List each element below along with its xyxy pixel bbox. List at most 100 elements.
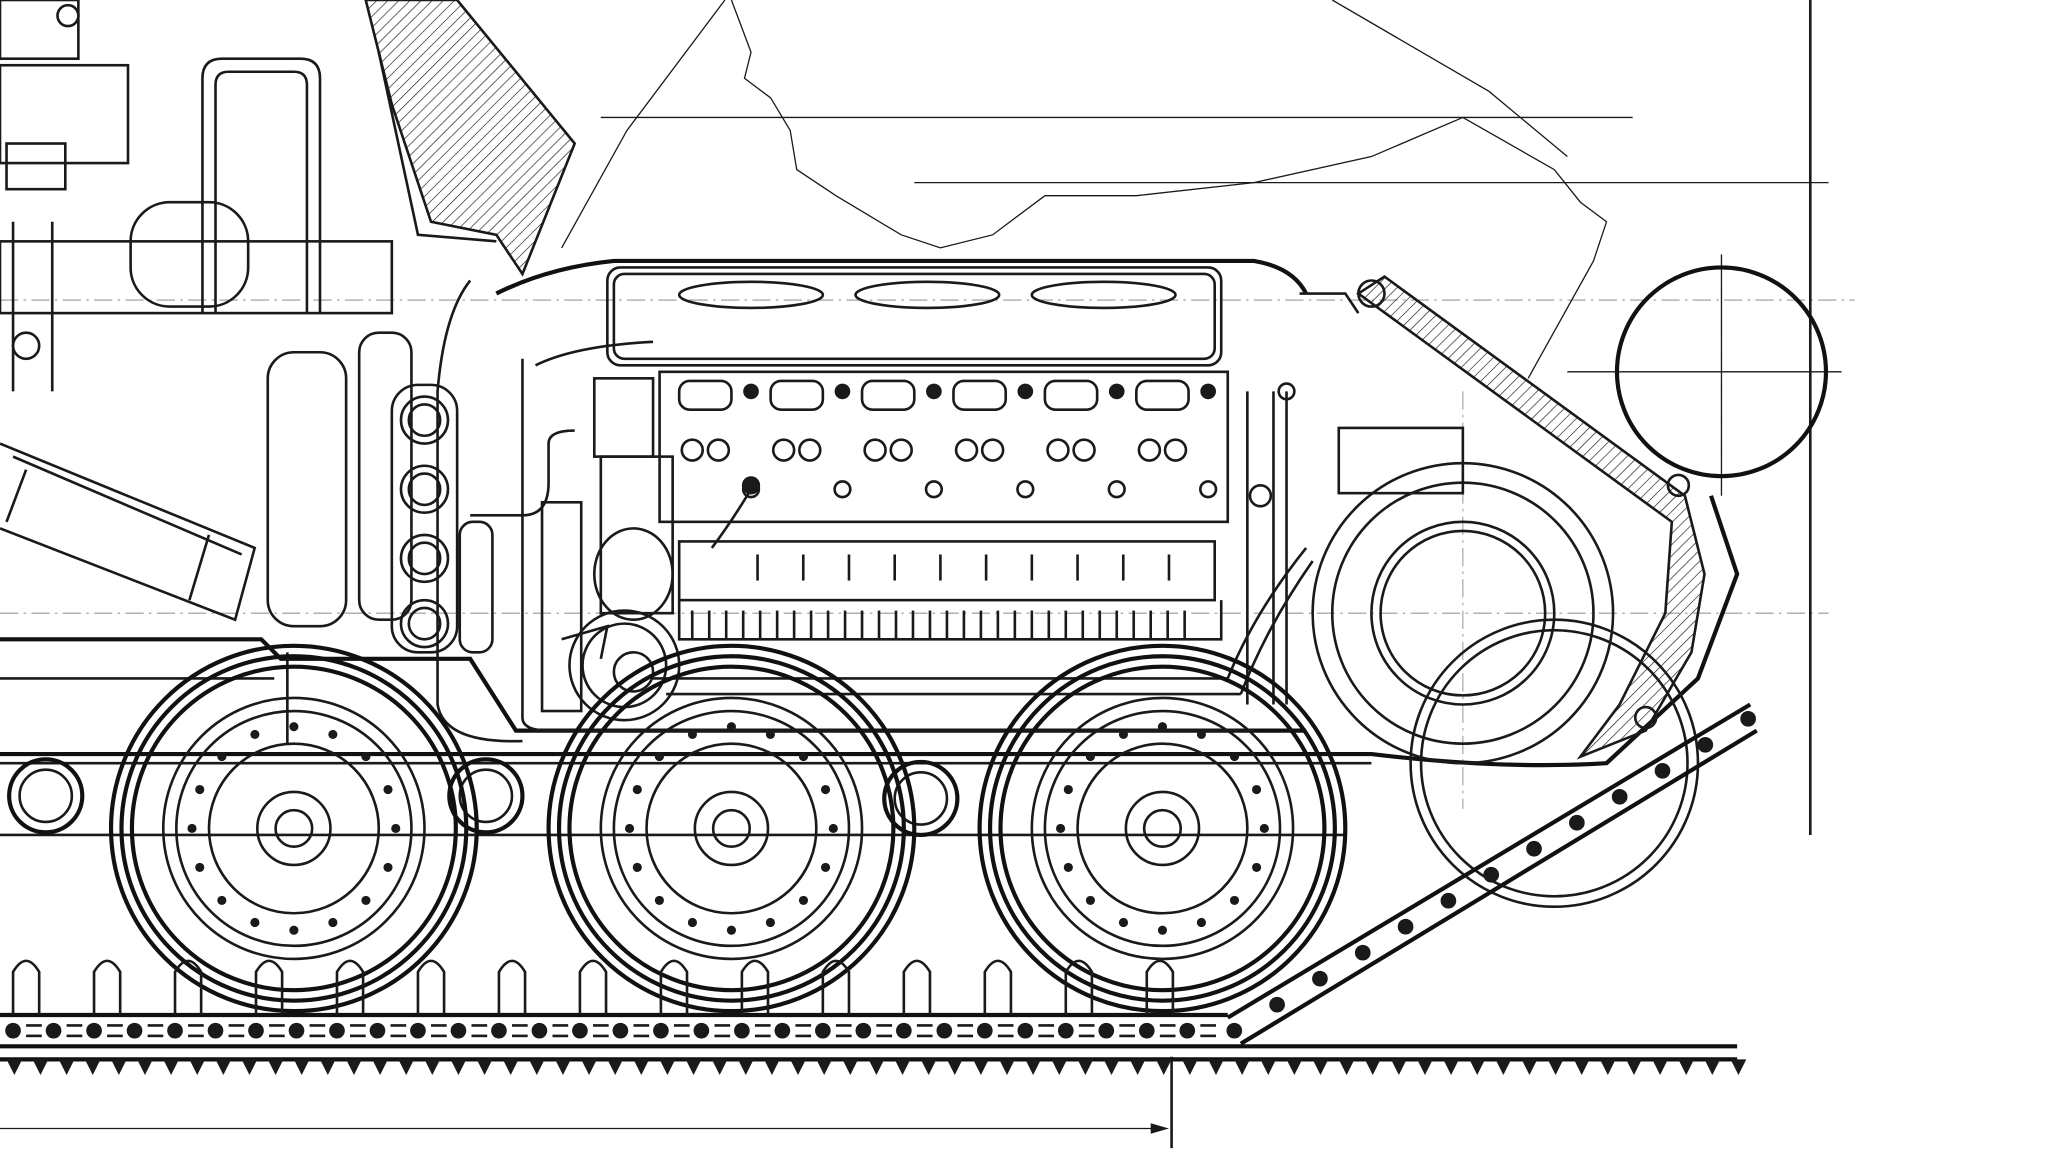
injector bbox=[1137, 438, 1162, 462]
wheel-bolt bbox=[654, 751, 664, 762]
track-grouser bbox=[1025, 1059, 1041, 1076]
wheel-bolt bbox=[289, 722, 299, 732]
road-wheel-ring bbox=[129, 664, 458, 993]
wheel-bolt bbox=[328, 917, 338, 928]
wheel-bolt bbox=[798, 751, 809, 762]
track-grouser bbox=[1155, 1059, 1172, 1076]
wheel-bolt bbox=[1229, 895, 1240, 905]
track-pin bbox=[1697, 736, 1714, 753]
manifold-port-inner bbox=[407, 541, 442, 576]
injector bbox=[798, 438, 822, 462]
track-grouser bbox=[842, 1059, 859, 1076]
track-pin bbox=[815, 1022, 831, 1039]
manifold-port-inner bbox=[407, 606, 442, 641]
road-wheel-ring bbox=[108, 643, 479, 1014]
injector bbox=[680, 438, 704, 462]
road-wheel-ring bbox=[1043, 709, 1282, 948]
road-wheel-ring bbox=[599, 696, 864, 961]
injector bbox=[863, 438, 887, 462]
track-pin bbox=[1226, 1022, 1243, 1039]
external-fuel-drum bbox=[1614, 265, 1829, 479]
track-guide-horn bbox=[254, 959, 284, 1016]
track-grouser bbox=[1129, 1059, 1146, 1076]
track-grouser bbox=[1417, 1059, 1433, 1076]
track-grouser bbox=[555, 1059, 571, 1076]
track-pin bbox=[126, 1022, 143, 1039]
wheel-bolt bbox=[1063, 862, 1073, 872]
track-grouser bbox=[58, 1059, 75, 1076]
road-wheel-hub bbox=[255, 790, 332, 867]
exhaust-port bbox=[1043, 379, 1099, 411]
track bbox=[0, 702, 1758, 1049]
track-pin bbox=[1654, 762, 1671, 779]
track-guide-horn bbox=[983, 959, 1013, 1016]
wheel-bolt bbox=[195, 862, 205, 872]
exhaust-port bbox=[952, 379, 1008, 411]
wheel-bolt bbox=[1196, 917, 1207, 928]
wheel-bolt bbox=[687, 729, 698, 739]
wheel-bolt bbox=[654, 895, 664, 905]
stud bbox=[1108, 383, 1125, 400]
drive-sprocket bbox=[1409, 618, 1700, 909]
track-guide-horn bbox=[1064, 959, 1094, 1016]
track-pin bbox=[45, 1022, 62, 1039]
track-grouser bbox=[1704, 1059, 1721, 1076]
wheel-bolt bbox=[624, 823, 635, 834]
road-wheel-ring bbox=[977, 643, 1348, 1014]
track-grouser bbox=[398, 1059, 415, 1076]
wheel-bolt bbox=[1056, 823, 1066, 834]
track-pin bbox=[1138, 1022, 1155, 1039]
construction-lines bbox=[0, 116, 1855, 809]
wheel-bolt bbox=[328, 729, 338, 739]
stud bbox=[926, 383, 942, 400]
track-pin bbox=[855, 1022, 872, 1039]
track-grouser bbox=[137, 1059, 153, 1076]
track-pin bbox=[734, 1022, 750, 1039]
track-pin bbox=[531, 1022, 548, 1039]
track-grouser bbox=[1600, 1059, 1616, 1076]
wheel-bolt bbox=[383, 862, 393, 872]
v12-engine bbox=[521, 266, 1314, 732]
track-grouser bbox=[346, 1059, 362, 1076]
idler-wheel bbox=[1311, 426, 1615, 765]
track-guide-horn bbox=[335, 959, 365, 1016]
road-wheel-ring bbox=[1030, 696, 1295, 961]
track-pin bbox=[572, 1022, 588, 1039]
wheel-bolt bbox=[391, 823, 401, 834]
track-grouser bbox=[111, 1059, 127, 1076]
track-grouser bbox=[1182, 1059, 1198, 1076]
road-wheels bbox=[108, 643, 1348, 1014]
track-grouser bbox=[1260, 1059, 1277, 1076]
wheel-bolt bbox=[1085, 895, 1095, 905]
track-grouser bbox=[215, 1059, 232, 1076]
wheel-bolt bbox=[361, 895, 371, 905]
track-pin bbox=[1483, 866, 1500, 883]
track-grouser bbox=[894, 1059, 911, 1076]
wheel-bolt bbox=[1118, 917, 1129, 928]
track-grouser bbox=[450, 1059, 467, 1076]
return-roller bbox=[882, 759, 960, 838]
manifold-port-inner bbox=[407, 472, 442, 507]
track-pin bbox=[1312, 970, 1328, 987]
road-wheel-ring bbox=[1076, 742, 1249, 915]
injector bbox=[889, 438, 913, 462]
track-grouser bbox=[764, 1059, 780, 1076]
track-pin bbox=[693, 1022, 710, 1039]
track-grouser bbox=[1626, 1059, 1642, 1076]
road-wheel-ring bbox=[161, 696, 426, 961]
track-grouser bbox=[189, 1059, 206, 1076]
track-grouser bbox=[1521, 1059, 1538, 1076]
track-grouser bbox=[946, 1059, 963, 1076]
return-roller-hub bbox=[18, 768, 74, 824]
track-pin bbox=[1397, 918, 1414, 935]
track-pin bbox=[288, 1022, 305, 1039]
stud bbox=[834, 383, 851, 400]
track-grouser bbox=[633, 1059, 650, 1076]
road-wheel-axle bbox=[274, 808, 314, 849]
bolt bbox=[1107, 480, 1126, 499]
road-wheel-ring bbox=[645, 742, 818, 915]
wheel-bolt bbox=[1157, 722, 1168, 732]
injector bbox=[1072, 438, 1096, 462]
wheel-bolt bbox=[217, 751, 227, 762]
track-pin bbox=[1057, 1022, 1074, 1039]
